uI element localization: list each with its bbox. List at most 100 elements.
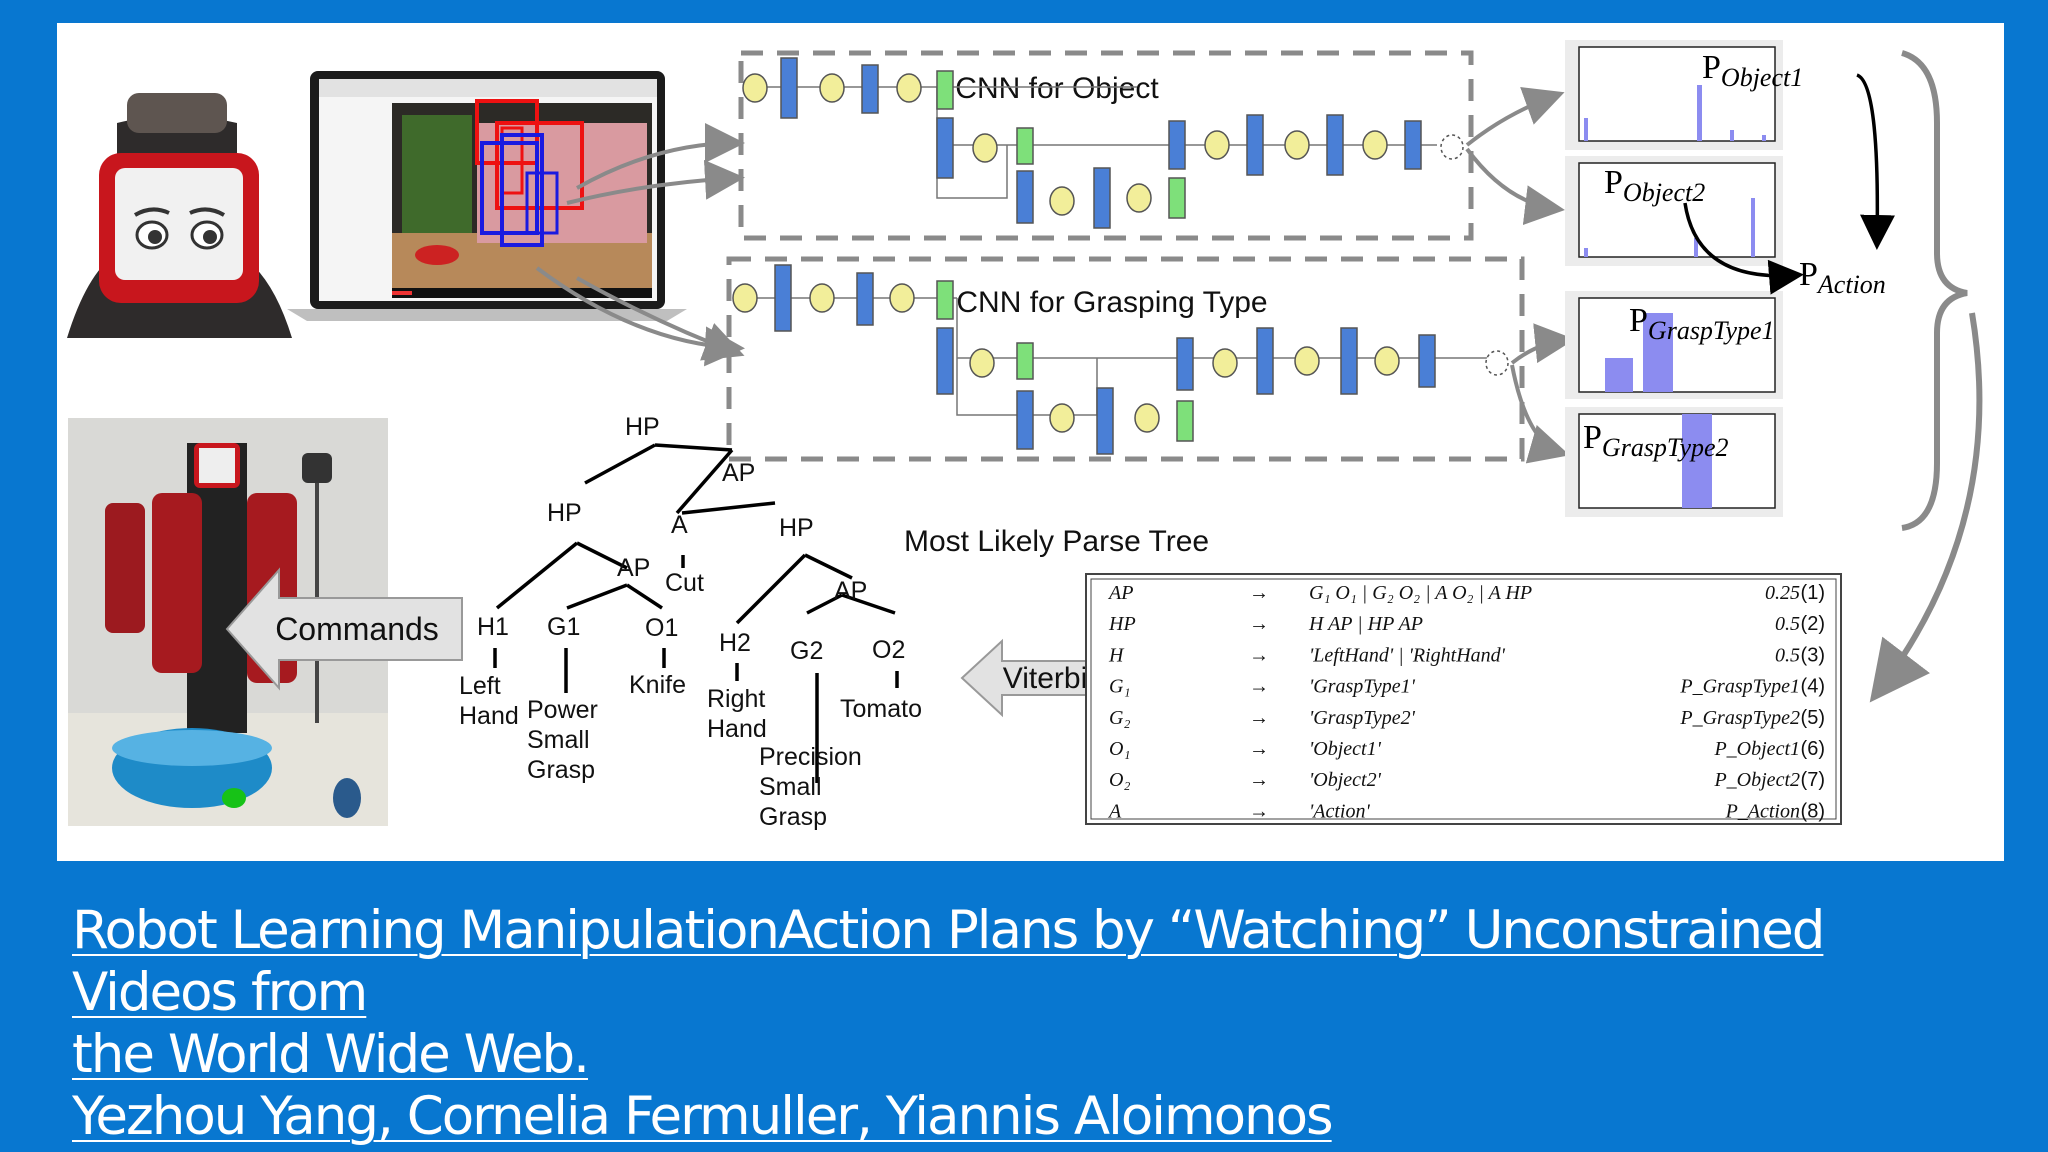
tree-leaf-tomato: Tomato <box>840 695 922 723</box>
grammar-row-4-lhs: G₁ <box>1109 676 1130 698</box>
probability-brace <box>1869 50 1983 703</box>
grammar-row-6-prob: P_Object1 <box>1713 738 1800 760</box>
paper-authors-link[interactable]: Yezhou Yang, Cornelia Fermuller, Yiannis… <box>72 1086 1334 1147</box>
grammar-row-7-num: (7) <box>1801 769 1825 791</box>
tree-node-ap-left: AP <box>617 554 650 582</box>
grammar-row-6-arrow: → <box>1249 738 1269 760</box>
grammar-row-2-arrow: → <box>1249 613 1269 635</box>
viterbi-label: Viterbi <box>1003 662 1088 695</box>
grammar-row-5-lhs: G₂ <box>1109 707 1130 729</box>
tree-node-h2: H2 <box>719 629 751 657</box>
commands-label: Commands <box>275 611 439 647</box>
tree-node-g2: G2 <box>790 637 823 665</box>
svg-text:PObject2: PObject2 <box>1604 164 1705 207</box>
grammar-row-1-num: (1) <box>1801 582 1825 604</box>
paper-title-link-line1[interactable]: Robot Learning ManipulationAction Plans … <box>72 900 1825 1023</box>
grammar-row-8-lhs: A <box>1107 800 1122 822</box>
action-combination-arrows <box>1683 73 1896 295</box>
tree-node-root: HP <box>625 413 660 441</box>
tree-node-hp-right: HP <box>779 514 814 542</box>
grammar-row-3-num: (3) <box>1801 644 1825 666</box>
tree-node-g1: G1 <box>547 613 580 641</box>
tree-node-hp-left: HP <box>547 499 582 527</box>
p-grasp1-base: P <box>1629 302 1648 339</box>
tree-node-a: A <box>671 511 688 539</box>
tree-leaf-cut: Cut <box>665 569 704 597</box>
cnn-grasp-label: CNN for Grasping Type <box>956 286 1267 319</box>
grammar-row-8-num: (8) <box>1801 800 1825 822</box>
grammar-row-5-num: (5) <box>1801 707 1825 729</box>
robot-photo <box>68 418 388 826</box>
grammar-row-1-rhs: G₁ O₁ | G₂ O₂ | A O₂ | A HP <box>1309 582 1532 604</box>
p-object1-base: P <box>1702 49 1721 86</box>
grammar-row-6-lhs: O₁ <box>1109 738 1130 760</box>
cnn-to-histogram-arrows <box>1465 87 1575 464</box>
tree-leaf-knife: Knife <box>629 671 686 699</box>
grammar-row-4-num: (4) <box>1801 676 1825 698</box>
p-object1-sub: Object1 <box>1721 63 1803 92</box>
tree-node-ap-right: AP <box>834 577 867 605</box>
histogram-object2: PObject2 <box>1565 156 1783 266</box>
grammar-row-5-prob: P_GraspType2 <box>1679 707 1800 729</box>
p-action-base: P <box>1799 256 1818 293</box>
svg-text:PAction: PAction <box>1799 256 1886 299</box>
histogram-object1: PObject1 <box>1565 40 1803 150</box>
parse-tree-labels: HP AP HP A HP AP Cut AP H1 G1 O1 H2 G2 O… <box>459 413 922 831</box>
tree-node-o2: O2 <box>872 636 905 664</box>
grammar-row-1-lhs: AP <box>1107 582 1133 604</box>
grammar-row-1-prob: 0.25 <box>1765 582 1800 604</box>
grammar-row-3-lhs: H <box>1108 644 1125 666</box>
svg-text:PGraspType2: PGraspType2 <box>1583 419 1729 462</box>
grammar-row-6-rhs: 'Object1' <box>1309 738 1382 760</box>
parse-tree-edges <box>493 443 899 783</box>
grammar-row-8-arrow: → <box>1249 800 1269 822</box>
grammar-row-4-rhs: 'GraspType1' <box>1309 676 1416 698</box>
cnn-object-network <box>742 57 1464 229</box>
viterbi-arrow: Viterbi <box>960 638 1098 718</box>
grammar-row-3-rhs: 'LeftHand' | 'RightHand' <box>1309 644 1506 666</box>
grammar-row-7-lhs: O₂ <box>1109 769 1130 791</box>
grammar-row-8-prob: P_Action <box>1725 800 1800 822</box>
laptop-video-image <box>287 71 687 321</box>
system-diagram: CNN for Object CNN for Grasping Type <box>67 40 1983 831</box>
grammar-row-6-num: (6) <box>1801 738 1825 760</box>
grammar-row-7-arrow: → <box>1249 769 1269 791</box>
svg-text:PObject1: PObject1 <box>1702 49 1803 92</box>
laptop-to-cnn-arrows <box>535 123 745 367</box>
commands-arrow: Commands <box>225 567 463 691</box>
paper-title-link-line2[interactable]: the World Wide Web. <box>72 1024 590 1085</box>
tree-node-ap: AP <box>722 459 755 487</box>
grammar-row-5-rhs: 'GraspType2' <box>1309 707 1416 729</box>
p-object2-sub: Object2 <box>1623 178 1705 207</box>
grammar-row-7-rhs: 'Object2' <box>1309 769 1382 791</box>
grammar-row-8-rhs: 'Action' <box>1309 800 1370 822</box>
grammar-row-5-arrow: → <box>1249 707 1269 729</box>
histogram-grasp2: PGraspType2 <box>1565 407 1783 517</box>
grammar-row-7-prob: P_Object2 <box>1713 769 1800 791</box>
parse-tree-label: Most Likely Parse Tree <box>904 525 1209 558</box>
histogram-grasp1: PGraspType1 <box>1565 291 1783 399</box>
p-grasp2-base: P <box>1583 419 1602 456</box>
figure-panel: CNN for Object CNN for Grasping Type <box>57 23 2004 861</box>
grammar-row-4-arrow: → <box>1249 676 1269 698</box>
grammar-row-2-prob: 0.5 <box>1775 613 1800 635</box>
baxter-robot-image <box>67 93 292 338</box>
grammar-row-3-prob: 0.5 <box>1775 644 1800 666</box>
grammar-row-2-num: (2) <box>1801 613 1825 635</box>
tree-node-h1: H1 <box>477 613 509 641</box>
grammar-row-1-arrow: → <box>1249 582 1269 604</box>
caption: Robot Learning ManipulationAction Plans … <box>72 900 1992 1148</box>
grammar-row-3-arrow: → <box>1249 644 1269 666</box>
p-grasp1-sub: GraspType1 <box>1648 316 1775 345</box>
cnn-grasp-network <box>732 264 1509 455</box>
cnn-object-box <box>738 50 1474 241</box>
cnn-grasp-box <box>726 256 1525 462</box>
p-object2-base: P <box>1604 164 1623 201</box>
svg-text:PGraspType1: PGraspType1 <box>1629 302 1775 345</box>
tree-node-o1: O1 <box>645 614 678 642</box>
